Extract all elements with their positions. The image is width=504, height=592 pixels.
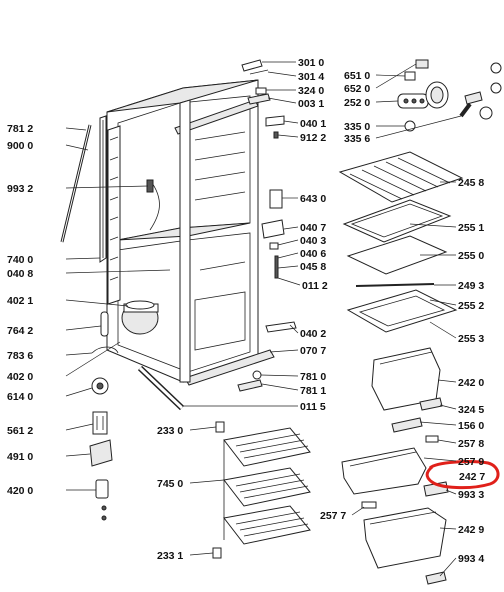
label-257-9: 257 9 (458, 456, 484, 468)
label-324-5: 324 5 (458, 404, 484, 416)
crisper-242-0 (371, 347, 441, 411)
part-labels: 301 0 301 4 324 0 003 1 040 1 912 2 781 … (7, 57, 485, 565)
part-781-1 (237, 379, 263, 392)
label-614-0: 614 0 (7, 391, 33, 403)
label-651-0: 651 0 (344, 70, 370, 82)
part-011-5 (137, 365, 185, 411)
label-783-6: 783 6 (7, 350, 33, 362)
label-040-7: 040 7 (300, 222, 326, 234)
drawer-242-9 (363, 507, 447, 569)
thermostat-parts (397, 59, 502, 132)
label-993-2: 993 2 (7, 183, 33, 195)
part-993-4 (425, 571, 447, 585)
label-233-0: 233 0 (157, 425, 183, 437)
capillary-tube (91, 346, 119, 354)
wire-shelf (338, 151, 464, 203)
label-643-0: 643 0 (300, 193, 326, 205)
gasket-strip (99, 115, 107, 263)
bottom-hinge-040-2 (265, 321, 297, 333)
label-652-0: 652 0 (344, 83, 370, 95)
condenser-grid (107, 125, 121, 305)
left-rod (60, 124, 92, 243)
label-324-0: 324 0 (298, 85, 324, 97)
highlight-oval-242-7 (425, 460, 500, 490)
label-740-0: 740 0 (7, 254, 33, 266)
hinge-643-0 (269, 189, 283, 209)
label-561-2: 561 2 (7, 425, 33, 437)
label-245-8: 245 8 (458, 177, 484, 189)
label-764-2: 764 2 (7, 325, 33, 337)
freezer-baskets (223, 427, 311, 545)
label-301-0: 301 0 (298, 57, 324, 69)
label-301-4: 301 4 (298, 71, 324, 83)
part-156-0 (391, 417, 423, 433)
cabinet-body (106, 79, 275, 386)
middle-hinge (261, 219, 285, 279)
label-040-8: 040 8 (7, 268, 33, 280)
label-233-1: 233 1 (157, 550, 183, 562)
label-993-4: 993 4 (458, 553, 484, 565)
cover (89, 439, 113, 467)
part-324-5 (419, 397, 443, 411)
label-040-1: 040 1 (300, 118, 326, 130)
label-402-1: 402 1 (7, 295, 33, 307)
part-233-0 (215, 421, 225, 433)
label-491-0: 491 0 (7, 451, 33, 463)
part-233-1 (212, 547, 222, 559)
label-900-0: 900 0 (7, 140, 33, 152)
label-040-6: 040 6 (300, 248, 326, 260)
label-252-0: 252 0 (344, 97, 370, 109)
leader-lines (65, 61, 462, 577)
label-242-0: 242 0 (458, 377, 484, 389)
compressor (121, 300, 159, 335)
label-420-0: 420 0 (7, 485, 33, 497)
part-257-8 (425, 435, 439, 443)
label-003-1: 003 1 (298, 98, 324, 110)
label-335-6: 335 6 (344, 133, 370, 145)
label-011-2: 011 2 (302, 280, 328, 292)
label-257-7: 257 7 (320, 510, 346, 522)
label-912-2: 912 2 (300, 132, 326, 144)
label-249-3: 249 3 (458, 280, 484, 292)
relay (91, 377, 109, 395)
label-781-1: 781 1 (300, 385, 326, 397)
label-242-7: 242 7 (459, 471, 485, 483)
label-255-0: 255 0 (458, 250, 484, 262)
label-255-1: 255 1 (458, 222, 484, 234)
label-255-2: 255 2 (458, 300, 484, 312)
label-402-0: 402 0 (7, 371, 33, 383)
label-156-0: 156 0 (458, 420, 484, 432)
label-040-3: 040 3 (300, 235, 326, 247)
label-242-9: 242 9 (458, 524, 484, 536)
glass-shelf-255-1 (342, 199, 452, 243)
label-011-5: 011 5 (300, 401, 326, 413)
label-255-3: 255 3 (458, 333, 484, 345)
crisper-cover-255-2 (346, 289, 458, 333)
label-257-8: 257 8 (458, 438, 484, 450)
hinge-040-1 (265, 115, 285, 139)
top-hinge-parts (241, 59, 271, 105)
label-335-0: 335 0 (344, 121, 370, 133)
label-070-7: 070 7 (300, 345, 326, 357)
label-040-2: 040 2 (300, 328, 326, 340)
starter (92, 411, 108, 435)
label-745-0: 745 0 (157, 478, 183, 490)
glass-shelf-255-0 (346, 235, 448, 275)
label-781-0: 781 0 (300, 371, 326, 383)
drawer-242-7 (341, 447, 427, 495)
part-257-7 (361, 501, 377, 509)
part-781-0 (252, 370, 262, 380)
capacitor (95, 479, 109, 521)
label-993-3: 993 3 (458, 489, 484, 501)
shelf-249-3 (355, 283, 435, 287)
filter-dryer (100, 311, 109, 337)
label-781-2: 781 2 (7, 123, 33, 135)
label-045-8: 045 8 (300, 261, 326, 273)
